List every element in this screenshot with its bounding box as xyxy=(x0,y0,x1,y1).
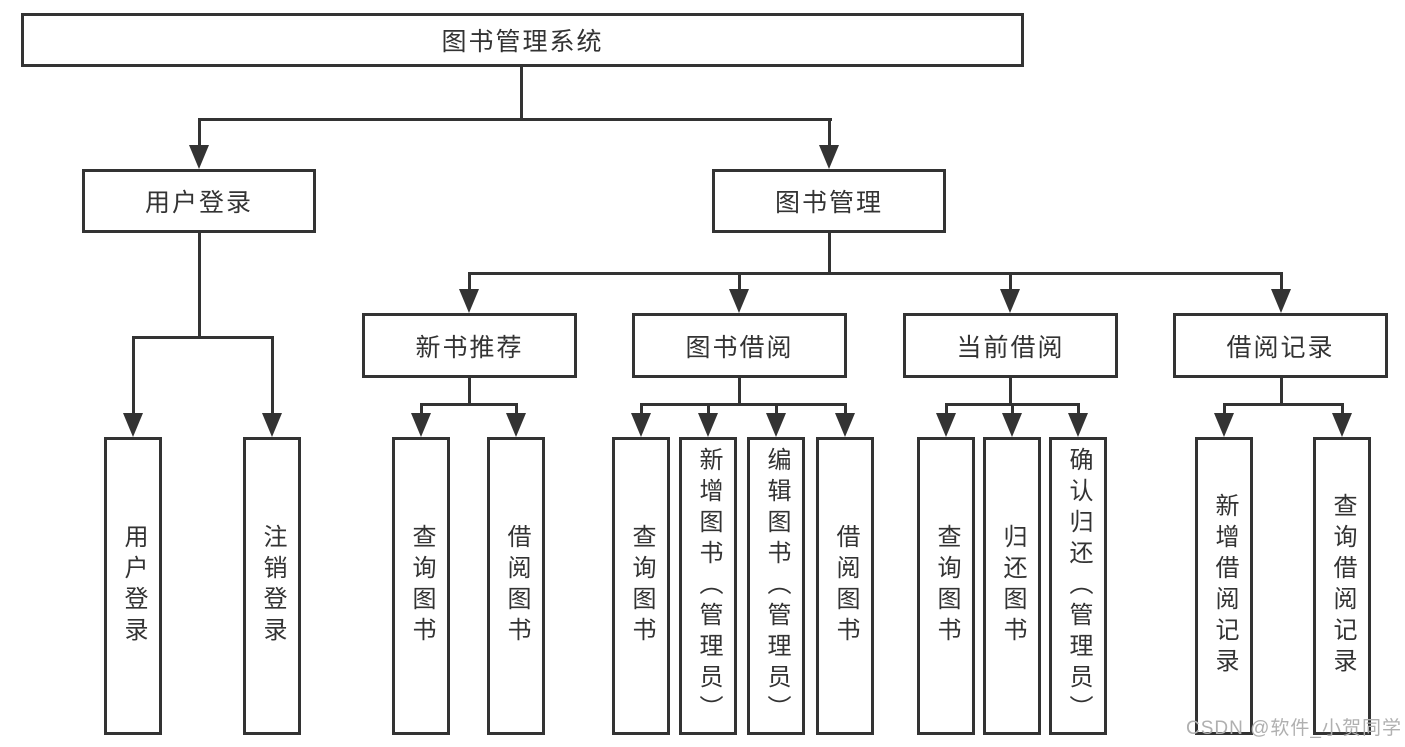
arrow-down-icon xyxy=(262,413,282,437)
node-book-management: 图书管理 xyxy=(712,169,946,233)
connector-line xyxy=(468,378,471,406)
leaf-return-books: 归还图书 xyxy=(983,437,1041,735)
csdn-watermark: CSDN @软件_小贺同学 xyxy=(1186,718,1402,739)
node-label: 用户登录 xyxy=(144,189,253,217)
leaf-query-borrow-record: 查询借阅记录 xyxy=(1313,437,1371,735)
arrow-down-icon xyxy=(1332,413,1352,437)
node-label: 用户登录 xyxy=(120,524,147,648)
connector-line xyxy=(420,403,518,406)
node-label: 编辑图书（管理员） xyxy=(763,446,790,726)
connector-line xyxy=(468,272,471,292)
connector-line xyxy=(828,118,831,148)
arrow-down-icon xyxy=(411,413,431,437)
leaf-confirm-return-admin: 确认归还（管理员） xyxy=(1049,437,1107,735)
connector-line xyxy=(738,378,741,406)
connector-line xyxy=(515,403,518,416)
connector-line xyxy=(775,403,778,416)
connector-line xyxy=(132,336,135,416)
arrow-down-icon xyxy=(631,413,651,437)
connector-line xyxy=(420,403,423,416)
node-label: 注销登录 xyxy=(259,524,286,648)
node-label: 借阅记录 xyxy=(1226,333,1335,362)
node-label: 图书管理 xyxy=(774,189,883,217)
arrow-down-icon xyxy=(1271,289,1291,313)
arrow-down-icon xyxy=(936,413,956,437)
node-label: 查询图书 xyxy=(933,524,960,648)
node-label: 新书推荐 xyxy=(415,333,524,362)
node-label: 当前借阅 xyxy=(956,333,1065,362)
connector-line xyxy=(1009,378,1012,406)
connector-line xyxy=(828,233,831,274)
node-label: 新增借阅记录 xyxy=(1211,493,1238,679)
leaf-add-books-admin: 新增图书（管理员） xyxy=(679,437,737,735)
connector-line xyxy=(1280,378,1283,406)
node-user-login: 用户登录 xyxy=(82,169,316,233)
node-label: 归还图书 xyxy=(999,524,1026,648)
node-book-borrowing: 图书借阅 xyxy=(632,313,847,378)
node-label: 借阅图书 xyxy=(503,524,530,648)
connector-line xyxy=(640,403,643,416)
leaf-edit-books-admin: 编辑图书（管理员） xyxy=(747,437,805,735)
connector-line xyxy=(520,67,523,120)
arrow-down-icon xyxy=(1068,413,1088,437)
leaf-user-login: 用户登录 xyxy=(104,437,162,735)
node-borrowing-records: 借阅记录 xyxy=(1173,313,1388,378)
connector-line xyxy=(198,233,201,339)
arrow-down-icon xyxy=(819,145,839,169)
leaf-query-books-current: 查询图书 xyxy=(917,437,975,735)
connector-line xyxy=(1341,403,1344,416)
arrow-down-icon xyxy=(766,413,786,437)
connector-line xyxy=(707,403,710,416)
connector-line xyxy=(271,336,274,416)
connector-line xyxy=(1011,403,1014,416)
node-label: 查询图书 xyxy=(408,524,435,648)
connector-line xyxy=(640,403,847,406)
node-label: 查询图书 xyxy=(628,524,655,648)
arrow-down-icon xyxy=(1000,289,1020,313)
arrow-down-icon xyxy=(506,413,526,437)
connector-line xyxy=(198,118,201,148)
leaf-query-books-borrow: 查询图书 xyxy=(612,437,670,735)
arrow-down-icon xyxy=(1002,413,1022,437)
node-label: 新增图书（管理员） xyxy=(695,446,722,726)
connector-line xyxy=(132,336,274,339)
connector-line xyxy=(1077,403,1080,416)
arrow-down-icon xyxy=(459,289,479,313)
arrow-down-icon xyxy=(835,413,855,437)
arrow-down-icon xyxy=(729,289,749,313)
connector-line xyxy=(1009,272,1012,292)
node-label: 查询借阅记录 xyxy=(1329,493,1356,679)
node-book-management-system: 图书管理系统 xyxy=(21,13,1024,67)
node-new-book-recommendation: 新书推荐 xyxy=(362,313,577,378)
node-label: 图书管理系统 xyxy=(441,28,604,56)
connector-line xyxy=(1223,403,1344,406)
connector-line xyxy=(1223,403,1226,416)
leaf-borrow-books: 借阅图书 xyxy=(816,437,874,735)
leaf-query-books-recommend: 查询图书 xyxy=(392,437,450,735)
leaf-logout: 注销登录 xyxy=(243,437,301,735)
connector-line xyxy=(738,272,741,292)
arrow-down-icon xyxy=(1214,413,1234,437)
connector-line xyxy=(1280,272,1283,292)
node-label: 借阅图书 xyxy=(832,524,859,648)
leaf-add-borrow-record: 新增借阅记录 xyxy=(1195,437,1253,735)
arrow-down-icon xyxy=(189,145,209,169)
connector-line xyxy=(468,272,1283,275)
connector-line xyxy=(945,403,948,416)
connector-line xyxy=(844,403,847,416)
connector-line xyxy=(198,118,832,121)
arrow-down-icon xyxy=(698,413,718,437)
node-current-borrowing: 当前借阅 xyxy=(903,313,1118,378)
leaf-borrow-books-recommend: 借阅图书 xyxy=(487,437,545,735)
node-label: 图书借阅 xyxy=(685,333,794,362)
arrow-down-icon xyxy=(123,413,143,437)
node-label: 确认归还（管理员） xyxy=(1065,446,1092,726)
